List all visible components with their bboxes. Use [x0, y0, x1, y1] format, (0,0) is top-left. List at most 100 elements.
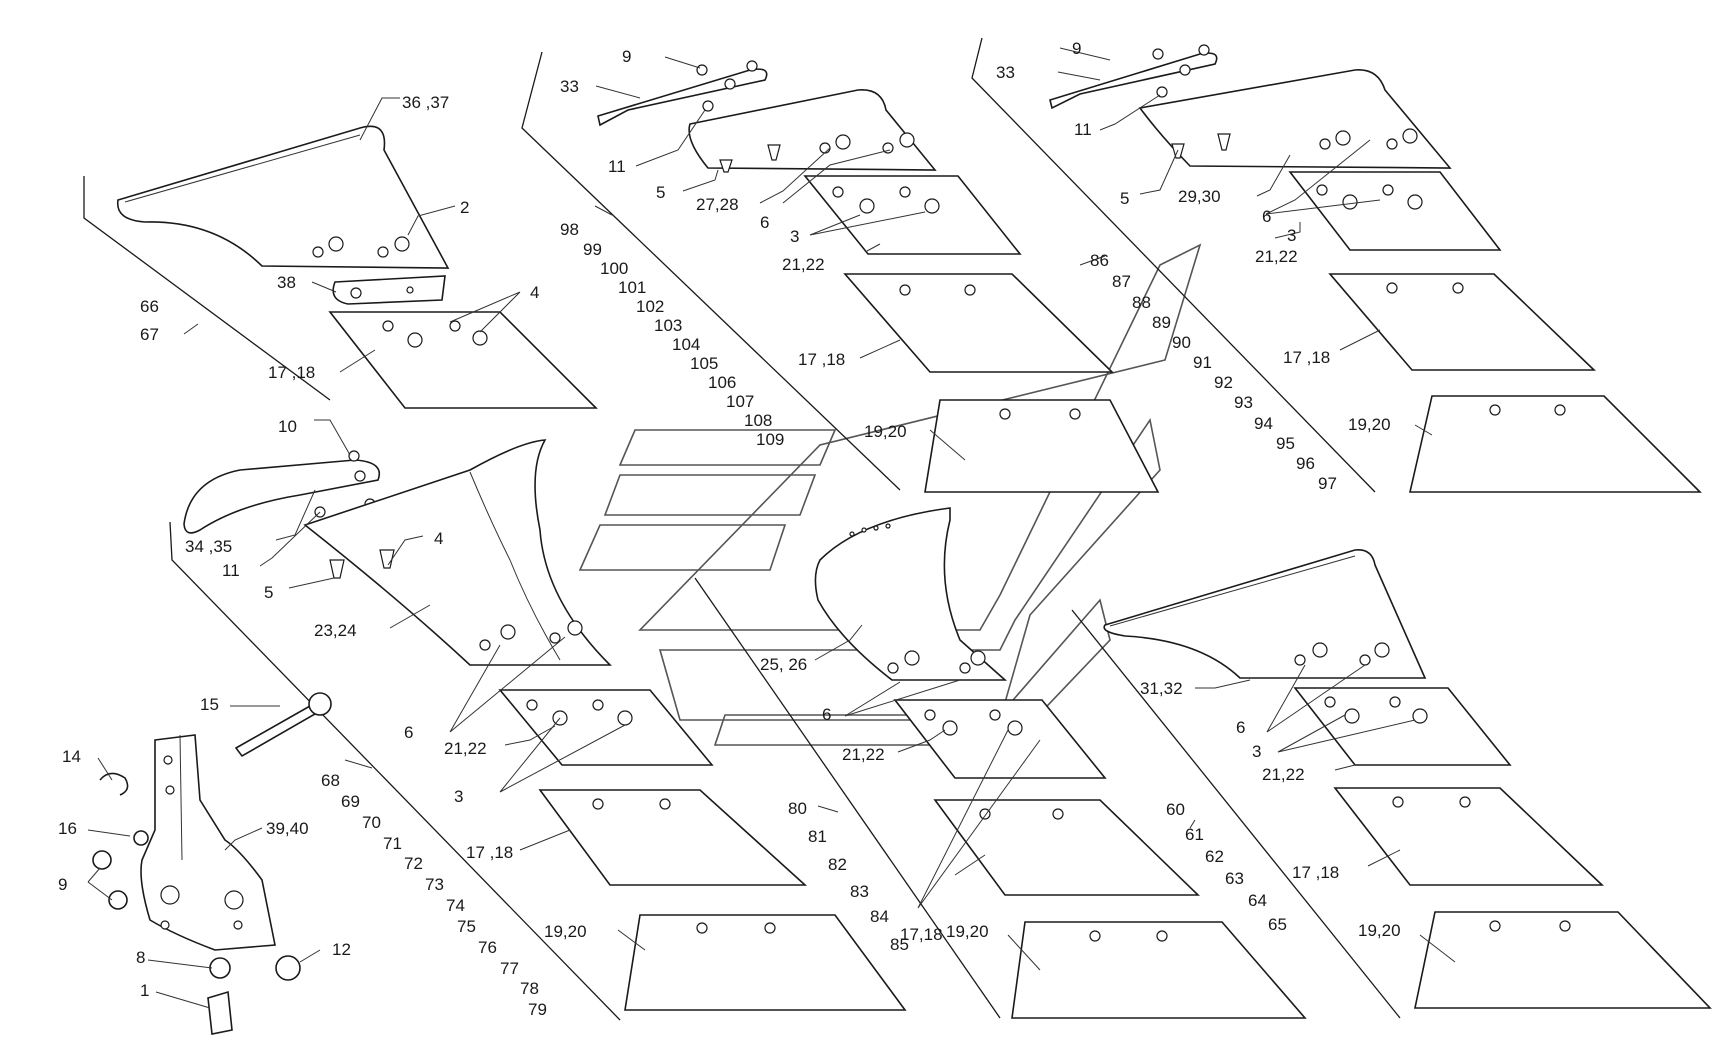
callout-label: 6: [404, 723, 413, 742]
callout-label: 6: [822, 705, 831, 724]
moldboard-23-24: [303, 439, 612, 666]
plate-21-22-c: [1288, 171, 1502, 251]
callout-label: 70: [362, 813, 381, 832]
callout-label: 63: [1225, 869, 1244, 888]
group-f-assembly: [1071, 548, 1712, 1019]
callout-label: 6: [1262, 207, 1271, 226]
share-19-20-b: [924, 399, 1160, 493]
callout-label: 78: [520, 979, 539, 998]
callout-label: 98: [560, 220, 579, 239]
callout-label: 73: [425, 875, 444, 894]
callout-label: 95: [1276, 434, 1295, 453]
callout-label: 5: [656, 183, 665, 202]
callout-label: 80: [788, 799, 807, 818]
callout-label: 101: [618, 278, 646, 297]
callout-label: 106: [708, 373, 736, 392]
callout-label: 12: [332, 940, 351, 959]
bracket-39-40: [140, 734, 276, 951]
callout-label: 10: [278, 417, 297, 436]
callout-label: 100: [600, 259, 628, 278]
callout-label: 88: [1132, 293, 1151, 312]
bracket-38: [332, 275, 446, 305]
stay-34-35: [183, 459, 380, 534]
group-d-assembly: [169, 439, 907, 1021]
callout-label: 83: [850, 882, 869, 901]
share-17-18-c: [1328, 273, 1596, 371]
callout-label: 3: [454, 787, 463, 806]
share-19-20-f: [1414, 911, 1712, 1009]
pin-15: [234, 704, 317, 758]
plate-21-22-f: [1293, 687, 1512, 766]
group-b-assembly: [521, 51, 1160, 493]
callout-label: 5: [1120, 189, 1129, 208]
group-c-assembly: [971, 37, 1702, 493]
moldboard-29-30: [1138, 69, 1452, 169]
callout-label: 17 ,18: [268, 363, 315, 382]
callout-label: 90: [1172, 333, 1191, 352]
group-g-bracket: [92, 692, 332, 1035]
callout-label: 27,28: [696, 195, 739, 214]
callout-label: 3: [1287, 226, 1296, 245]
share-17-18-e: [933, 799, 1200, 896]
callout-label: 21,22: [1262, 765, 1305, 784]
callout-label: 33: [560, 77, 579, 96]
callout-label: 17 ,18: [798, 350, 845, 369]
callout-label: 21,22: [782, 255, 825, 274]
callout-label: 96: [1296, 454, 1315, 473]
nut-8: [209, 957, 231, 979]
moldboard-31-32: [1103, 548, 1427, 679]
callout-label: 5: [264, 583, 273, 602]
callout-label: 15: [200, 695, 219, 714]
callout-label: 3: [1252, 742, 1261, 761]
callout-label: 9: [622, 47, 631, 66]
share-19-20-e: [1011, 921, 1307, 1019]
callout-label: 21,22: [842, 745, 885, 764]
callout-label: 9: [58, 875, 67, 894]
callout-label: 19,20: [1348, 415, 1391, 434]
callout-label: 14: [62, 747, 81, 766]
callout-label: 105: [690, 354, 718, 373]
callout-label: 17 ,18: [1292, 863, 1339, 882]
callout-label: 81: [808, 827, 827, 846]
callout-label: 76: [478, 938, 497, 957]
share-19-20-c: [1408, 395, 1702, 493]
lynch-pin-14: [99, 772, 129, 796]
washer-12: [275, 955, 301, 981]
callout-label: 103: [654, 316, 682, 335]
callout-label: 68: [321, 771, 340, 790]
callout-label: 64: [1248, 891, 1267, 910]
callout-label: 17,18: [900, 925, 943, 944]
callout-label: 74: [446, 896, 465, 915]
share-17-18-a: [328, 311, 598, 409]
callout-label: 19,20: [1358, 921, 1401, 940]
callout-label: 39,40: [266, 819, 309, 838]
callout-label: 94: [1254, 414, 1273, 433]
callout-label: 11: [608, 157, 626, 176]
callout-label: 87: [1112, 272, 1131, 291]
callout-label: 16: [58, 819, 77, 838]
bolt-1: [207, 990, 233, 1035]
callout-label: 72: [404, 854, 423, 873]
callout-label: 34 ,35: [185, 537, 232, 556]
callout-label: 92: [1214, 373, 1233, 392]
callout-label: 102: [636, 297, 664, 316]
callout-label: 69: [341, 792, 360, 811]
callout-label: 19,20: [544, 922, 587, 941]
callout-label: 17 ,18: [1283, 348, 1330, 367]
callout-label: 104: [672, 335, 700, 354]
callout-label: 61: [1185, 825, 1204, 844]
callout-label: 71: [383, 834, 402, 853]
callout-label: 21,22: [444, 739, 487, 758]
group-a-assembly: [83, 125, 598, 409]
callout-label: 75: [457, 917, 476, 936]
moldboard-36-37: [116, 125, 450, 269]
callout-label: 2: [460, 198, 469, 217]
callout-label: 19,20: [864, 422, 907, 441]
callout-label: 67: [140, 325, 159, 344]
callout-label: 60: [1166, 800, 1185, 819]
callout-label: 99: [583, 240, 602, 259]
callout-label: 84: [870, 907, 889, 926]
callout-label: 62: [1205, 847, 1224, 866]
